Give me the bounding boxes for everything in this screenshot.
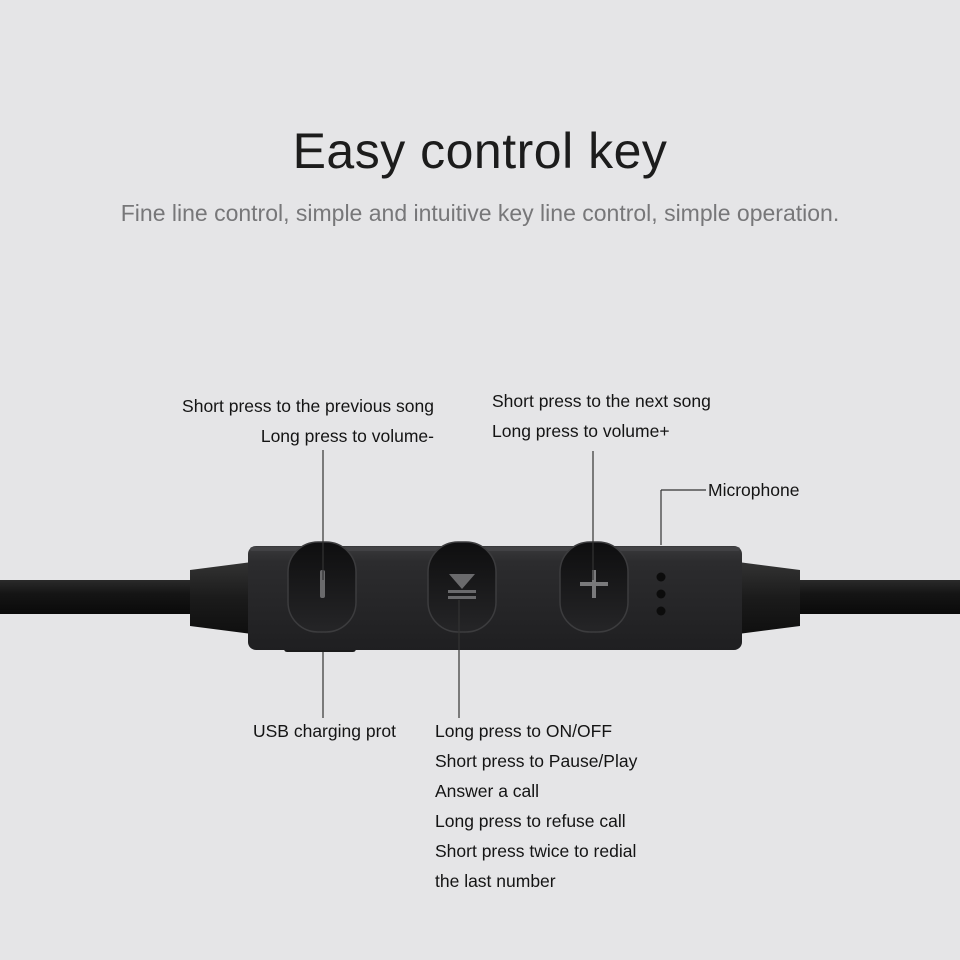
microphone-label: Microphone: [708, 480, 800, 500]
page-subtitle: Fine line control, simple and intuitive …: [120, 200, 840, 226]
next-song-line-1: Short press to the next song: [492, 391, 711, 411]
next-song-label: Short press to the next song Long press …: [492, 386, 711, 446]
next-song-line-2: Long press to volume+: [492, 421, 670, 441]
left-sleeve: [190, 562, 252, 634]
play-pause-button[interactable]: [427, 541, 497, 633]
microphone-holes-icon: [656, 572, 666, 616]
play-pause-line-1: Long press to ON/OFF: [435, 721, 613, 741]
left-cable: [0, 580, 200, 614]
plus-icon: [580, 570, 608, 598]
play-pause-icon: [448, 574, 476, 599]
play-pause-label: Long press to ON/OFF Short press to Paus…: [435, 716, 637, 896]
previous-song-line-1: Short press to the previous song: [182, 396, 434, 416]
plus-button[interactable]: [559, 541, 629, 633]
play-pause-line-3: Answer a call: [435, 781, 540, 801]
minus-button[interactable]: [287, 541, 357, 633]
right-cable: [790, 580, 960, 614]
callout-lines: [322, 450, 706, 718]
right-sleeve: [738, 562, 800, 634]
previous-song-line-2: Long press to volume-: [260, 426, 434, 446]
play-pause-line-2: Short press to Pause/Play: [435, 751, 638, 771]
previous-song-label: Short press to the previous song Long pr…: [100, 391, 434, 451]
usb-charging-label: USB charging prot: [253, 721, 396, 741]
minus-icon: [320, 570, 325, 598]
page-title: Easy control key: [292, 123, 668, 179]
play-pause-line-6: the last number: [435, 871, 556, 891]
play-pause-line-5: Short press twice to redial: [435, 841, 637, 861]
play-pause-line-4: Long press to refuse call: [435, 811, 626, 831]
